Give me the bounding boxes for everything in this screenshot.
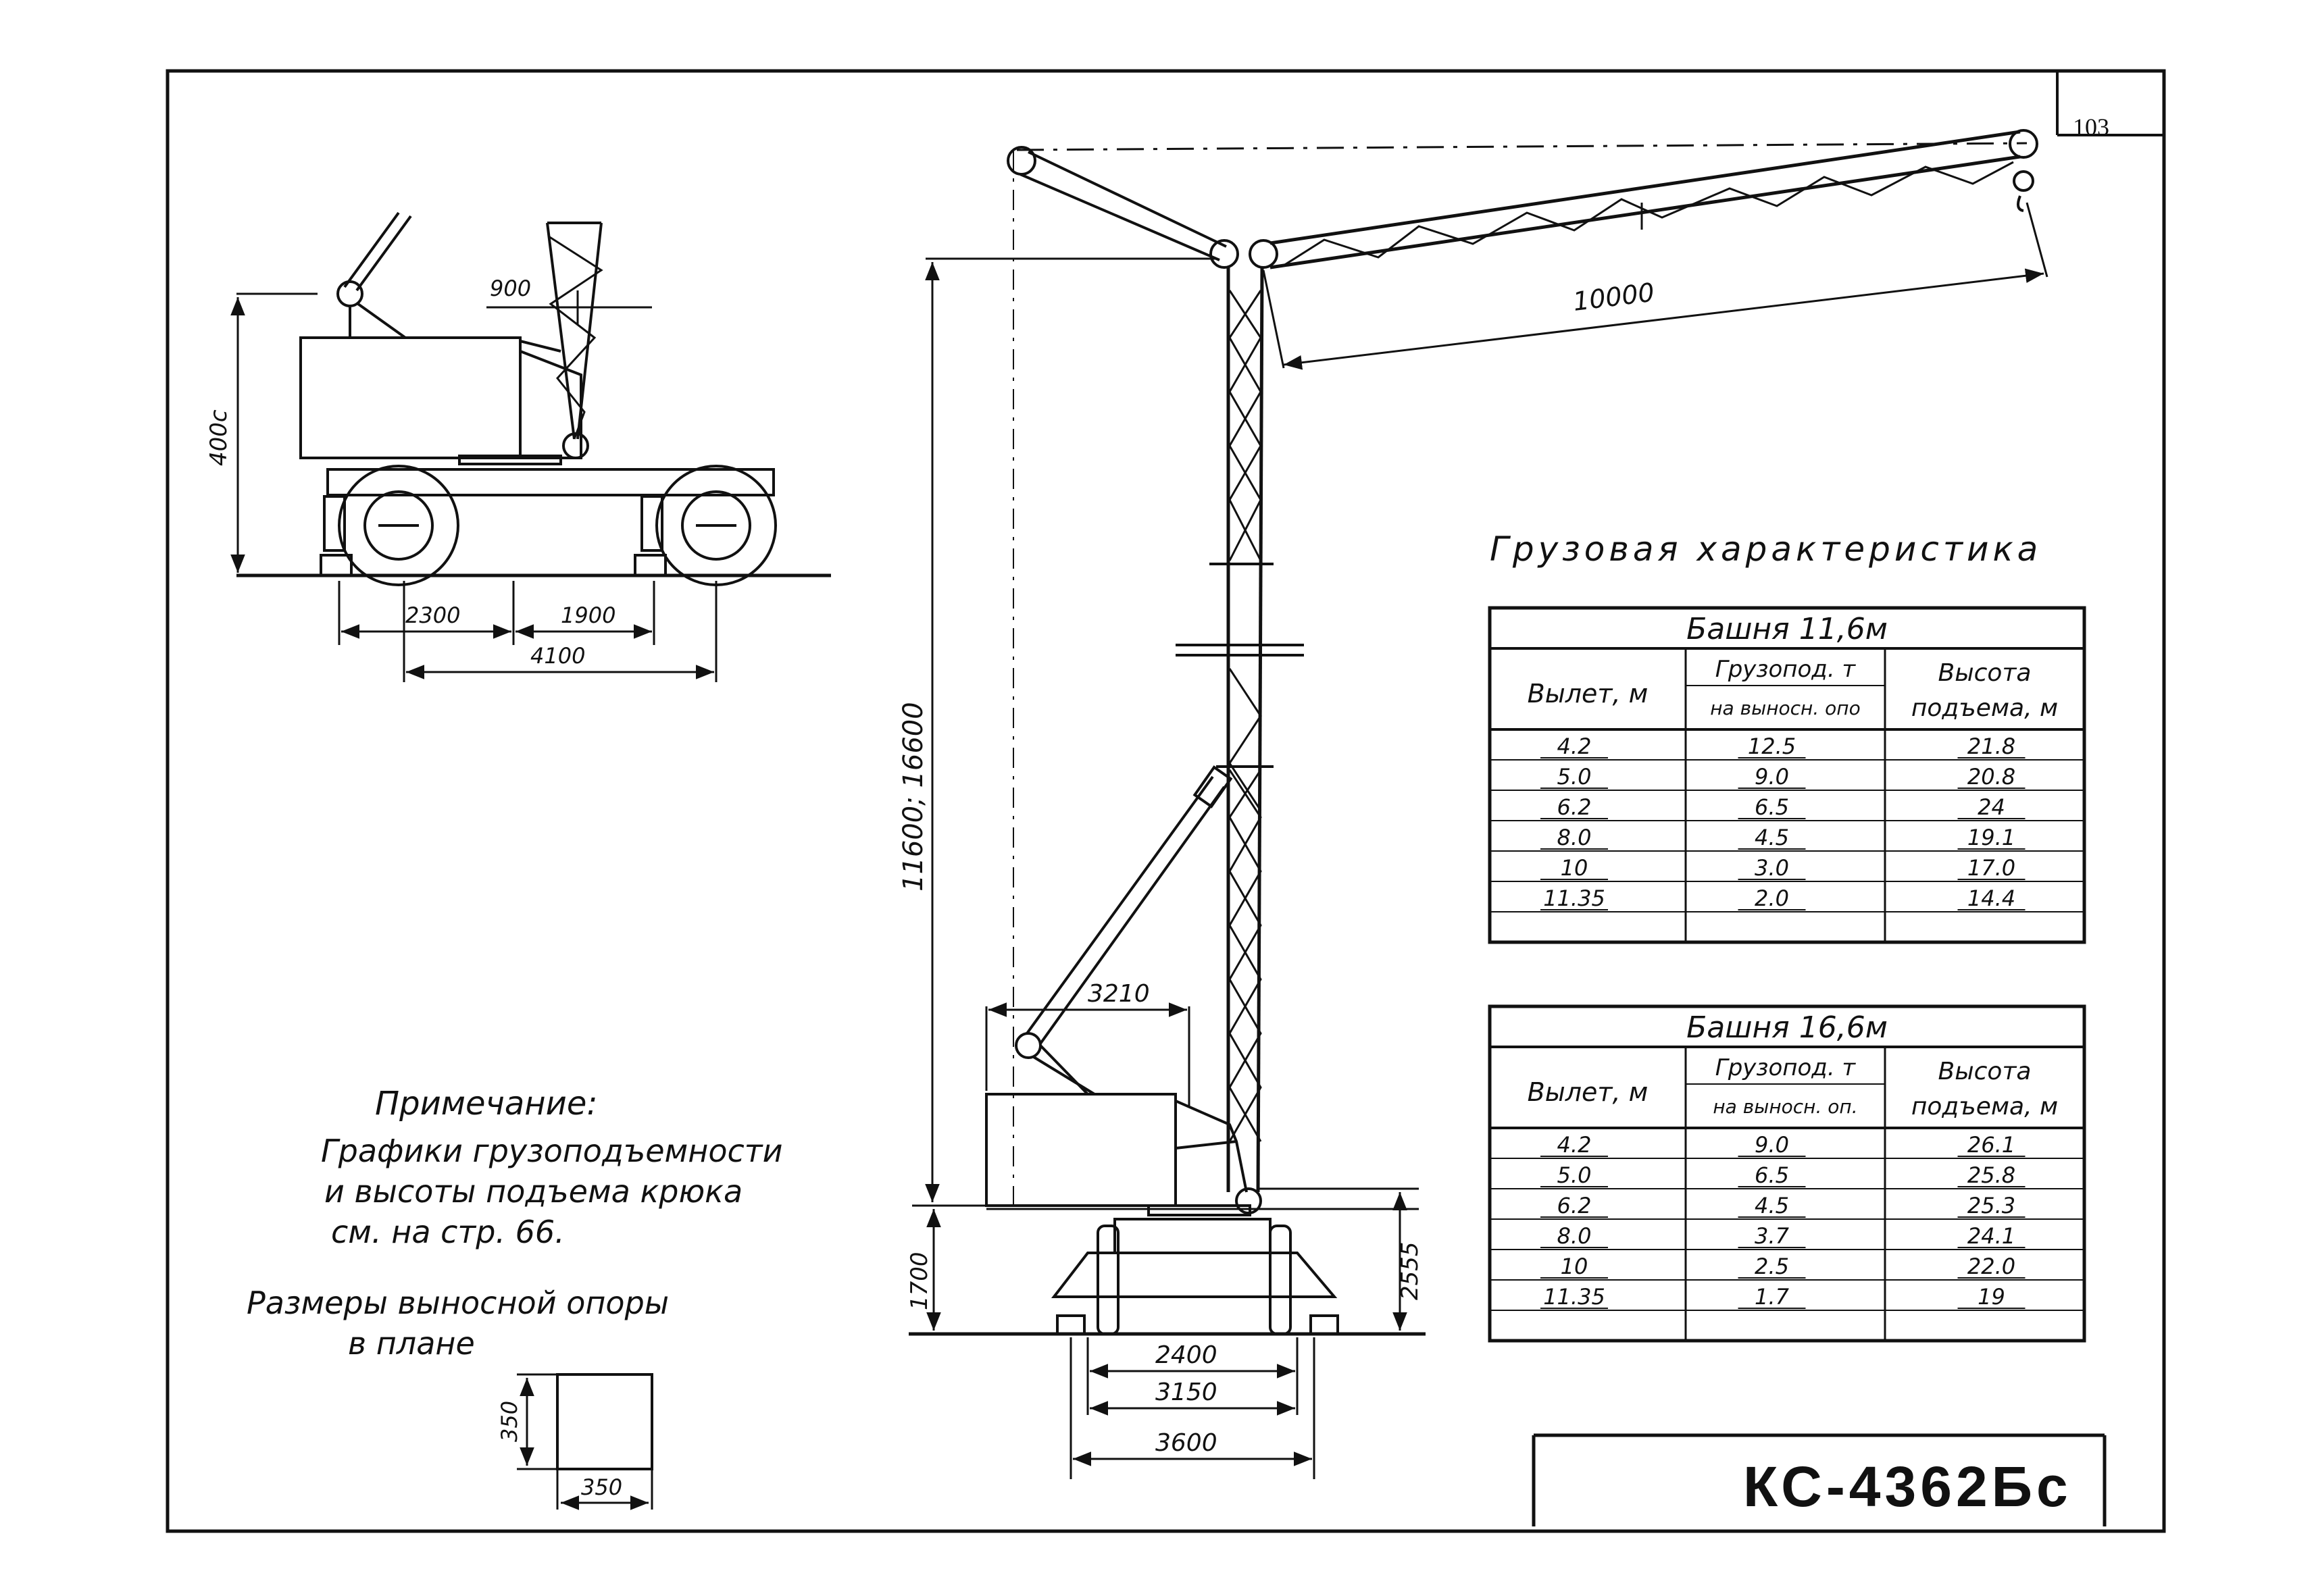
note-line-3: см. на стр. 66.	[331, 1214, 565, 1250]
cell-capacity: 1.7	[1755, 1284, 1790, 1310]
cell-capacity: 12.5	[1748, 733, 1796, 759]
cell-capacity: 2.0	[1755, 885, 1789, 911]
col-header-capacity: Грузопод. т	[1715, 1054, 1857, 1081]
model-designation: КС-4362Бс	[1743, 1455, 2072, 1518]
note-line-2: и высоты подъема крюка	[324, 1173, 743, 1210]
cell-capacity: 3.7	[1755, 1223, 1790, 1249]
outrigger-block: Размеры выносной опоры в плане 350 350	[247, 1285, 669, 1510]
cell-capacity: 6.5	[1755, 794, 1789, 820]
cell-reach: 4.2	[1557, 733, 1592, 759]
cell-height: 21.8	[1967, 733, 2015, 759]
cell-reach: 11.35	[1543, 1284, 1605, 1310]
outrigger-dim-height: 350	[497, 1401, 522, 1442]
side-view	[236, 211, 831, 586]
cell-capacity: 6.5	[1755, 1162, 1789, 1188]
cell-reach: 8.0	[1557, 1223, 1592, 1249]
col-header-reach: Вылет, м	[1528, 1077, 1649, 1107]
crane-dimension-lines	[912, 202, 2048, 1479]
cell-capacity: 9.0	[1755, 764, 1789, 790]
cell-height: 17.0	[1967, 855, 2015, 881]
outrigger-title-2: в плане	[348, 1325, 475, 1362]
crane-elevation	[909, 129, 2038, 1336]
col-header-reach: Вылет, м	[1528, 679, 1649, 709]
cell-height: 26.1	[1967, 1132, 2015, 1158]
col-header-height-l2: подъема, м	[1911, 694, 2058, 722]
cell-capacity: 4.5	[1755, 825, 1789, 850]
col-header-capacity-sub: на выносн. опо	[1710, 697, 1860, 719]
dim-axles-lines	[338, 581, 718, 682]
cell-reach: 6.2	[1557, 794, 1592, 820]
dim-tower-height: 11600; 16600	[898, 702, 929, 892]
note-heading: Примечание:	[375, 1085, 598, 1123]
cell-reach: 10	[1561, 855, 1588, 881]
outrigger-dim-width: 350	[581, 1474, 622, 1500]
outrigger-title-1: Размеры выносной опоры	[247, 1285, 669, 1321]
cell-height: 22.0	[1967, 1254, 2015, 1279]
col-header-height-l1: Высота	[1938, 1058, 2032, 1085]
dim-track-mid: 3150	[1155, 1379, 1217, 1406]
dim-strut-offset: 3210	[1088, 980, 1150, 1008]
col-header-height-l1: Высота	[1938, 659, 2032, 687]
cell-height: 19.1	[1967, 825, 2015, 850]
cell-height: 25.8	[1967, 1162, 2015, 1188]
dim-axle-right: 1900	[561, 602, 615, 628]
cell-capacity: 9.0	[1755, 1132, 1789, 1158]
dim-boom-offset: 900	[490, 276, 531, 301]
cell-reach: 8.0	[1557, 825, 1592, 850]
dim-track-outer: 3600	[1155, 1429, 1217, 1457]
cell-height: 19	[1978, 1284, 2005, 1310]
outrigger-pad-shape	[556, 1373, 653, 1470]
cell-height: 25.3	[1967, 1193, 2015, 1218]
dim-axle-left: 2300	[405, 602, 460, 628]
cell-reach: 10	[1561, 1254, 1588, 1279]
col-header-capacity: Грузопод. т	[1715, 656, 1857, 683]
cell-reach: 5.0	[1557, 764, 1592, 790]
cell-height: 24	[1978, 794, 2005, 820]
dim-pivot-height: 2555	[1397, 1241, 1424, 1300]
load-characteristic-title: Грузовая характеристика	[1490, 530, 2042, 569]
cell-reach: 5.0	[1557, 1162, 1592, 1188]
cell-reach: 6.2	[1557, 1193, 1592, 1218]
dim-chassis-height: 1700	[906, 1252, 933, 1310]
table-title: Башня 11,6м	[1686, 612, 1888, 646]
col-header-height-l2: подъема, м	[1911, 1093, 2058, 1121]
cell-capacity: 4.5	[1755, 1193, 1789, 1218]
dim-base: 4100	[530, 643, 585, 669]
dim-side-height: 400с	[205, 409, 232, 466]
note-block: Примечание: Графики грузоподъемности и в…	[321, 1085, 782, 1250]
table-title: Башня 16,6м	[1686, 1010, 1888, 1045]
sheet-border	[166, 69, 2166, 1533]
note-line-1: Графики грузоподъемности	[321, 1133, 782, 1169]
cell-reach: 4.2	[1557, 1132, 1592, 1158]
dim-track-inner: 2400	[1155, 1341, 1217, 1369]
cell-height: 24.1	[1967, 1223, 2015, 1249]
cell-reach: 11.35	[1543, 885, 1605, 911]
cell-capacity: 2.5	[1755, 1254, 1789, 1279]
title-block: КС-4362Бс	[1532, 1433, 2107, 1526]
cell-height: 20.8	[1967, 764, 2015, 790]
page-number: 103	[2073, 113, 2109, 140]
cell-capacity: 3.0	[1755, 855, 1789, 881]
dim-boom-length: 10000	[1571, 278, 1656, 317]
cell-height: 14.4	[1967, 885, 2015, 911]
dim-height-line	[230, 292, 318, 573]
col-header-capacity-sub: на выносн. оп.	[1713, 1096, 1857, 1118]
